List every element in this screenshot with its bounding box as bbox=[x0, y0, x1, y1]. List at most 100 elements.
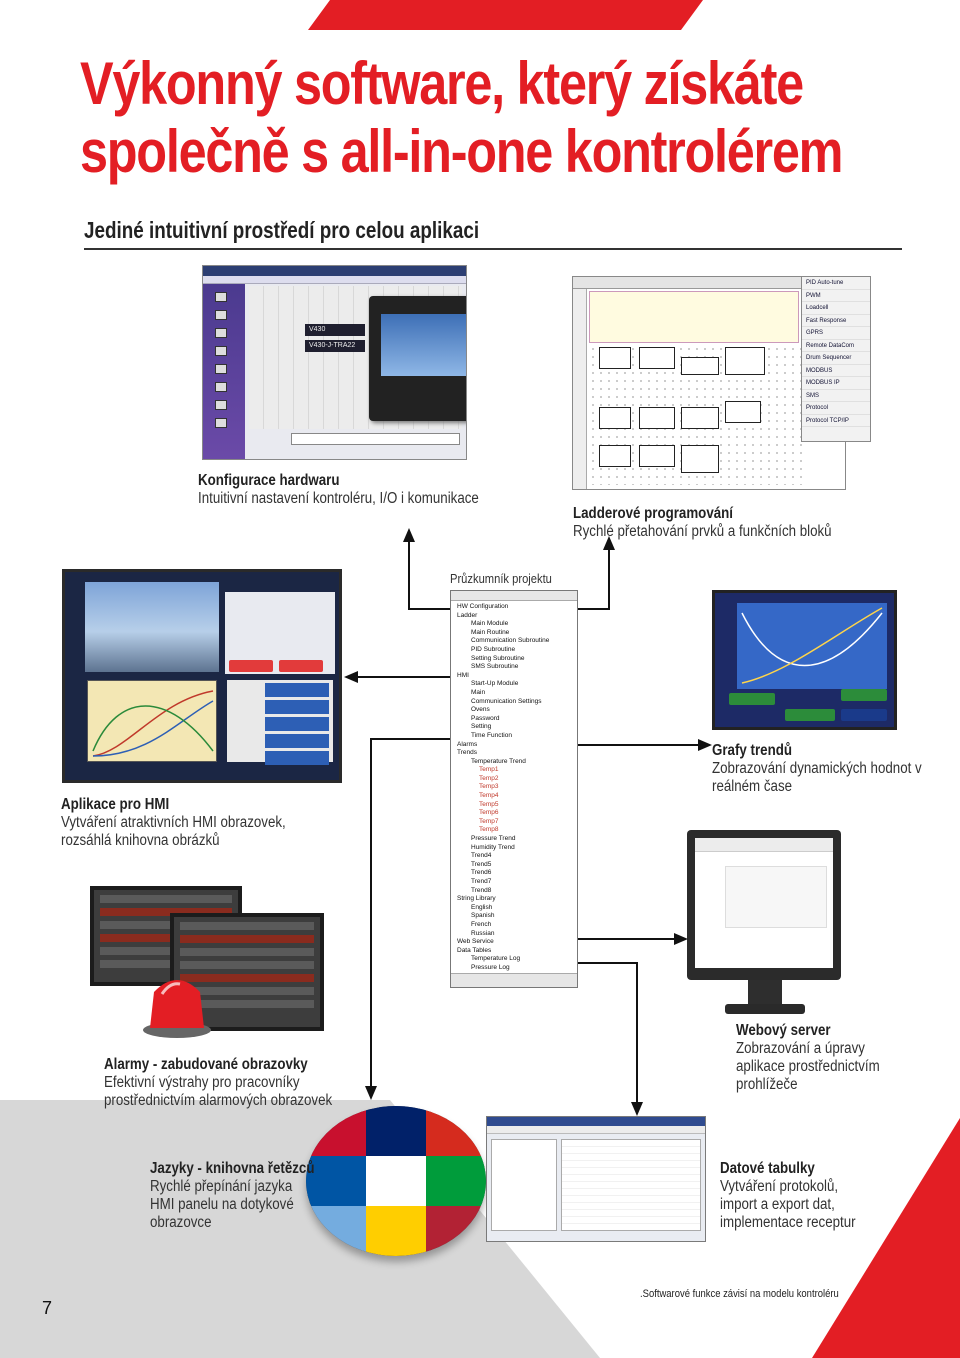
caption-heading: Alarmy - zabudované obrazovky bbox=[104, 1056, 308, 1073]
arrow-to-trends bbox=[578, 744, 698, 746]
explorer-tree-item[interactable]: String Library bbox=[457, 895, 496, 903]
explorer-tree-item[interactable]: Ladder bbox=[457, 611, 478, 619]
fb-menu-item[interactable]: MODBUS IP bbox=[802, 377, 870, 390]
explorer-tree-item[interactable]: PID Subroutine bbox=[471, 645, 516, 653]
explorer-tree-item[interactable]: Temp7 bbox=[479, 817, 499, 825]
explorer-tree-item[interactable]: Temperature Log bbox=[471, 955, 521, 963]
explorer-tree-item[interactable]: Password bbox=[471, 714, 500, 722]
caption-text: Rychlé přepínání jazyka HMI panelu na do… bbox=[150, 1178, 294, 1231]
ladder-block bbox=[599, 445, 631, 467]
sd-present-badge bbox=[841, 689, 887, 701]
fb-menu-item[interactable]: Loadcell bbox=[802, 302, 870, 315]
arrow-to-hardware bbox=[408, 540, 410, 610]
explorer-tree-item[interactable]: Alarms bbox=[457, 740, 478, 748]
caption-heading: Konfigurace hardwaru bbox=[198, 472, 340, 489]
fb-menu-item[interactable]: SMS bbox=[802, 390, 870, 402]
arrow-to-ladder bbox=[608, 548, 610, 610]
fb-menu-item[interactable]: Protocol bbox=[802, 402, 870, 415]
explorer-tree-item[interactable]: Ovens bbox=[471, 706, 490, 714]
explorer-tree-item[interactable]: French bbox=[471, 920, 492, 928]
window-menubar bbox=[487, 1126, 705, 1134]
explorer-tree-item[interactable]: Trend6 bbox=[471, 869, 492, 877]
sb-status-badge bbox=[785, 709, 835, 721]
fb-menu-item[interactable]: GPRS bbox=[802, 327, 870, 340]
caption-heading: Ladderové programování bbox=[573, 505, 734, 522]
explorer-tree-item[interactable]: Time Function bbox=[471, 731, 512, 739]
controller-device-image bbox=[369, 296, 466, 421]
explorer-tree-item[interactable]: Setting bbox=[471, 723, 492, 731]
fb-menu-item[interactable]: Fast Response bbox=[802, 315, 870, 327]
caption-text: Vytváření atraktivních HMI obrazovek, ro… bbox=[61, 814, 286, 849]
explorer-tree-item[interactable]: Setting Subroutine bbox=[471, 654, 525, 662]
explorer-tree-item[interactable]: Communication Settings bbox=[471, 697, 542, 705]
fb-menu-item[interactable]: Drum Sequencer bbox=[802, 352, 870, 365]
explorer-tree-item[interactable]: Humidity Trend bbox=[471, 843, 515, 851]
explorer-tree-item[interactable]: Temp2 bbox=[479, 774, 499, 782]
explorer-tree-item[interactable]: Trend4 bbox=[471, 852, 492, 860]
ladder-block bbox=[639, 407, 675, 429]
window-titlebar bbox=[203, 266, 466, 276]
explorer-tree-item[interactable]: Pressure Trend bbox=[471, 835, 516, 843]
explorer-tree-item[interactable]: SMS Subroutine bbox=[471, 663, 519, 671]
explorer-tree-item[interactable]: HMI bbox=[457, 671, 469, 679]
explorer-tree-item[interactable]: Temp6 bbox=[479, 809, 499, 817]
explorer-tree-item[interactable]: Trend7 bbox=[471, 878, 492, 885]
explorer-tree-item[interactable]: Temp4 bbox=[479, 792, 499, 800]
explorer-tree-item[interactable]: Trend5 bbox=[471, 860, 492, 868]
caption-heading: Webový server bbox=[736, 1022, 831, 1039]
explorer-tree-item[interactable]: Trend8 bbox=[471, 886, 492, 894]
explorer-tree-item[interactable]: Communication Subroutine bbox=[471, 637, 550, 645]
arrow-line bbox=[408, 608, 450, 610]
ladder-block bbox=[599, 347, 631, 369]
explorer-tree-item[interactable]: Russian bbox=[471, 929, 495, 937]
explorer-tree-item[interactable]: Pressure Log bbox=[471, 963, 510, 971]
explorer-tree-item[interactable]: English bbox=[471, 903, 493, 911]
explorer-tree-item[interactable]: Start-Up Module bbox=[471, 680, 519, 688]
ladder-menubar bbox=[573, 277, 845, 289]
explorer-tree-item[interactable]: Main bbox=[471, 688, 486, 696]
ladder-screenshot bbox=[572, 276, 846, 490]
caption-alarms: Alarmy - zabudované obrazovky Efektivní … bbox=[104, 1056, 332, 1110]
explorer-tree-item[interactable]: Data Tables bbox=[457, 946, 492, 954]
caption-heading: Aplikace pro HMI bbox=[61, 796, 170, 813]
data-tables-grid bbox=[561, 1139, 701, 1231]
explorer-tree-item[interactable]: Main Routine bbox=[471, 628, 510, 636]
explorer-tree-item[interactable]: HW Configuration bbox=[457, 603, 509, 610]
footnote: .Softwarové funkce závisí na modelu kont… bbox=[640, 1288, 839, 1300]
caption-heading: Datové tabulky bbox=[720, 1160, 815, 1177]
explorer-tree-item[interactable]: Temperature Trend bbox=[471, 757, 526, 765]
explorer-tree-item[interactable]: Trends bbox=[457, 749, 477, 757]
arrow-to-datatables bbox=[636, 962, 638, 1104]
explorer-tree-item[interactable]: Temp5 bbox=[479, 800, 499, 808]
explorer-tree-item[interactable]: Main Module bbox=[471, 620, 509, 628]
fb-menu-item[interactable]: Remote DataCom bbox=[802, 340, 870, 352]
arrow-head bbox=[674, 933, 688, 945]
window-titlebar bbox=[487, 1117, 705, 1126]
arrow-to-webserver bbox=[578, 938, 674, 940]
explorer-tree-item[interactable]: Temp3 bbox=[479, 783, 499, 791]
fb-menu-item[interactable]: Protocol TCP/IP bbox=[802, 415, 870, 427]
fb-menu-item[interactable]: PWM bbox=[802, 290, 870, 302]
explorer-tree-item[interactable]: Web Service bbox=[457, 938, 494, 946]
arrow-head bbox=[603, 536, 615, 550]
caption-explorer: Průzkumník projektu bbox=[450, 570, 552, 588]
alarm-screen-1 bbox=[90, 886, 242, 986]
caption-heading: Grafy trendů bbox=[712, 742, 792, 759]
caption-webserver: Webový server Zobrazování a úpravy aplik… bbox=[736, 1022, 880, 1094]
trend-curves bbox=[741, 607, 883, 684]
alarm-siren-icon bbox=[143, 980, 211, 1038]
arrow-head bbox=[631, 1102, 643, 1116]
value-panel bbox=[227, 680, 333, 765]
explorer-titlebar bbox=[451, 591, 577, 601]
caption-text: Intuitivní nastavení kontroléru, I/O i k… bbox=[198, 490, 479, 507]
arrow-line bbox=[578, 962, 638, 964]
explorer-tree-item[interactable]: Temp1 bbox=[479, 766, 499, 774]
view-trend-button bbox=[841, 709, 887, 721]
fb-menu-item[interactable]: MODBUS bbox=[802, 365, 870, 377]
browser-toolbar bbox=[695, 838, 833, 852]
explorer-tree-item[interactable]: Temp8 bbox=[479, 826, 499, 834]
explorer-tree-item[interactable]: Spanish bbox=[471, 912, 495, 920]
arrow-head bbox=[365, 1086, 377, 1100]
fb-menu-item[interactable]: PID Auto-tune bbox=[802, 277, 870, 290]
